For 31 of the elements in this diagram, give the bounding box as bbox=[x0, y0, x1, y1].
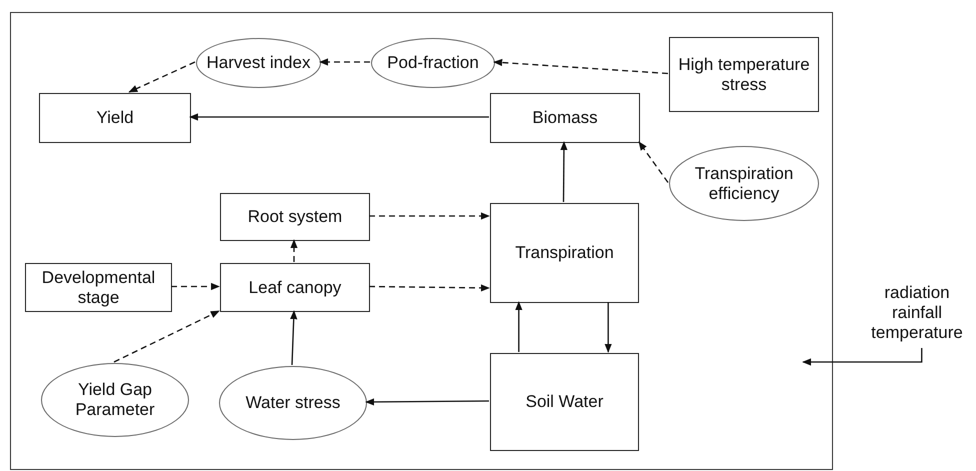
process-box: Root system bbox=[220, 193, 370, 241]
arrow bbox=[365, 398, 489, 406]
arrow bbox=[114, 310, 220, 363]
arrow bbox=[319, 58, 370, 66]
arrow bbox=[493, 58, 668, 74]
arrow bbox=[128, 61, 196, 93]
ellipse-node: Harvest index bbox=[196, 38, 321, 88]
arrow bbox=[290, 310, 298, 366]
arrow bbox=[802, 348, 922, 366]
arrow bbox=[560, 141, 568, 202]
ellipse-node: Pod-fraction bbox=[371, 38, 495, 88]
ellipse-node: Transpiration efficiency bbox=[669, 146, 819, 221]
arrow bbox=[369, 212, 490, 220]
text-label: radiation rainfall temperature bbox=[870, 283, 964, 343]
process-box: Soil Water bbox=[490, 353, 639, 451]
ellipse-node: Water stress bbox=[219, 366, 367, 440]
arrow bbox=[290, 239, 298, 262]
process-box: Yield bbox=[39, 93, 191, 143]
process-box: Leaf canopy bbox=[220, 263, 370, 312]
arrow bbox=[515, 301, 522, 352]
arrow bbox=[189, 113, 489, 121]
arrow bbox=[171, 282, 220, 290]
process-box: High temperature stress bbox=[669, 37, 819, 112]
arrow bbox=[369, 284, 490, 292]
ellipse-node: Yield Gap Parameter bbox=[41, 363, 189, 437]
arrow bbox=[604, 302, 612, 353]
boundary-box bbox=[10, 12, 833, 470]
arrow bbox=[638, 141, 669, 183]
process-box: Biomass bbox=[490, 93, 640, 143]
process-box: Transpiration bbox=[490, 203, 639, 303]
process-box: Developmental stage bbox=[25, 263, 172, 312]
